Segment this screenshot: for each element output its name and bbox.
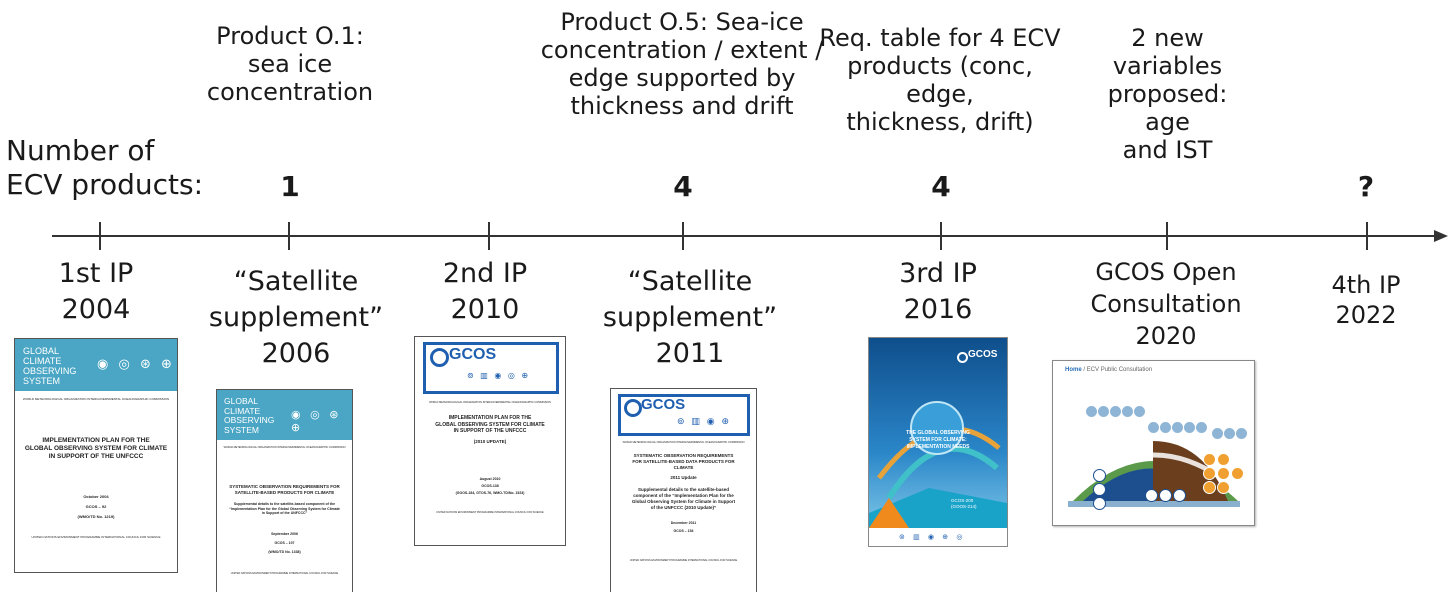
milestone-ss2011: “Satellite supplement” 2011 xyxy=(602,266,778,369)
doc-ref: (WMO/TD No. 1338) xyxy=(268,550,301,554)
count-2022: ? xyxy=(1357,170,1375,203)
ecv-icon[interactable] xyxy=(1217,467,1230,480)
doc-subtitle: Supplemental details to the satellite-ba… xyxy=(229,502,340,515)
ecv-icon[interactable] xyxy=(1173,489,1186,502)
doc-code: GCOS – 154 xyxy=(673,529,694,533)
doc-title: IMPLEMENTATION PLAN FOR THE GLOBAL OBSER… xyxy=(435,415,545,434)
milestone-ip2: 2nd IP 2010 xyxy=(442,258,528,325)
ecv-icon[interactable] xyxy=(1093,483,1106,496)
milestone-gcos2020: GCOS Open Consultation 2020 xyxy=(1090,258,1242,350)
partner-logos: ⊚ ▥ ◉ ◎ ⊕ xyxy=(467,371,531,380)
breadcrumb-page: ECV Public Consultation xyxy=(1086,367,1153,373)
doc-orgs-top: WORLD METEOROLOGICAL ORGANIZATION INTERG… xyxy=(223,446,346,449)
doc-title: SYSTEMATIC OBSERVATION REQUIREMENTS FOR … xyxy=(229,484,340,495)
note-req-table: Req. table for 4 ECV products (conc, edg… xyxy=(819,24,1061,136)
doc-code: GCOS – 92 xyxy=(85,504,107,509)
ecv-icon[interactable] xyxy=(1235,427,1248,440)
doc-date: August 2010 xyxy=(479,477,501,481)
doc-banner xyxy=(217,390,352,440)
gcos-logo-icon xyxy=(430,348,449,367)
webpage-thumbnail-gcos2020: Home / ECV Public Consultation xyxy=(1052,360,1255,526)
count-2006: 1 xyxy=(280,170,300,203)
gcos-logo-icon xyxy=(624,399,642,417)
milestone-ip4: 4th IP 2022 xyxy=(1331,271,1401,329)
doc-code: GCOS-138 xyxy=(481,484,499,488)
doc-orgs-top: WORLD METEOROLOGICAL ORGANIZATION INTERG… xyxy=(429,401,551,404)
poster-artwork xyxy=(869,338,1007,546)
timeline-axis xyxy=(52,235,1438,237)
ecv-icon[interactable] xyxy=(1195,421,1208,434)
tick-2022 xyxy=(1366,222,1368,250)
doc-orgs-bottom: UNITED NATIONS ENVIRONMENT PROGRAMME INT… xyxy=(436,511,544,514)
milestone-ss2006: “Satellite supplement” 2006 xyxy=(208,266,384,369)
doc-date: October 2004 xyxy=(83,494,109,499)
ecv-icon[interactable] xyxy=(1203,467,1216,480)
tick-2006 xyxy=(288,222,290,250)
ecv-count-label: Number of ECV products: xyxy=(6,134,204,201)
breadcrumb: Home / ECV Public Consultation xyxy=(1065,367,1152,373)
doc-date: September 2006 xyxy=(271,532,298,536)
milestone-ip1: 1st IP 2004 xyxy=(58,258,134,325)
ecv-icon[interactable] xyxy=(1217,481,1230,494)
gcos-logo-icon xyxy=(957,352,968,363)
ecv-icon[interactable] xyxy=(1217,453,1230,466)
doc-orgs-bottom: UNITED NATIONS ENVIRONMENT PROGRAMME INT… xyxy=(230,572,339,575)
doc-orgs-top: WORLD METEOROLOGICAL ORGANIZATION INTERG… xyxy=(622,441,745,444)
doc-orgs-bottom: UNITED NATIONS ENVIRONMENT PROGRAMME INT… xyxy=(31,535,161,539)
note-new-variables: 2 new variables proposed: age and IST xyxy=(1107,24,1228,164)
doc-ref: (WMO/TD No. 1219) xyxy=(77,514,115,519)
gcos-logo-text: GCOS xyxy=(641,396,686,413)
tick-2020 xyxy=(1166,222,1168,250)
note-product-o5: Product O.5: Sea-ice concentration / ext… xyxy=(540,8,824,120)
count-2011: 4 xyxy=(673,170,693,203)
gcos-banner-text: GLOBAL CLIMATE OBSERVING SYSTEM xyxy=(224,396,275,435)
timeline-arrowhead xyxy=(1434,230,1448,242)
ecv-icon[interactable] xyxy=(1203,481,1216,494)
note-product-o1: Product O.1: sea ice concentration xyxy=(206,22,374,106)
ecv-icon[interactable] xyxy=(1231,467,1244,480)
doc-edition: 2011 Update xyxy=(670,475,697,480)
milestone-ip3: 3rd IP 2016 xyxy=(899,258,977,325)
partner-logos: ◉ ◎ ⊛ ⊕ xyxy=(291,408,342,434)
doc-thumbnail-ip2: GCOS ⊚ ▥ ◉ ◎ ⊕ WORLD METEOROLOGICAL ORGA… xyxy=(414,336,566,546)
breadcrumb-home[interactable]: Home xyxy=(1065,367,1082,373)
tick-2016 xyxy=(940,222,942,250)
tick-2011 xyxy=(682,222,684,250)
doc-code: GCOS – 107 xyxy=(274,541,295,545)
ecv-icon[interactable] xyxy=(1203,453,1216,466)
doc-title: THE GLOBAL OBSERVING SYSTEM FOR CLIMATE:… xyxy=(906,430,970,450)
partner-logos: ◉ ◎ ⊛ ⊕ xyxy=(97,357,175,372)
doc-edition: (2010 UPDATE) xyxy=(473,439,507,444)
gcos-header-box xyxy=(618,394,750,436)
breadcrumb-separator: / xyxy=(1083,367,1086,373)
doc-banner xyxy=(15,339,177,391)
doc-ref: (GOOS-184, GTOS-76, WMO-TD/No. 1523) xyxy=(455,491,525,495)
doc-code: GCOS-200 (GOOS-214) xyxy=(951,498,977,509)
ecv-icon[interactable] xyxy=(1145,489,1158,502)
doc-thumbnail-ip1: GLOBAL CLIMATE OBSERVING SYSTEM ◉ ◎ ⊛ ⊕ … xyxy=(14,338,178,573)
doc-thumbnail-ip3: GCOS THE GLOBAL OBSERVING SYSTEM FOR CLI… xyxy=(868,337,1008,547)
tick-2010 xyxy=(488,222,490,250)
gcos-banner-text: GLOBAL CLIMATE OBSERVING SYSTEM xyxy=(23,346,77,386)
doc-title: SYSTEMATIC OBSERVATION REQUIREMENTS FOR … xyxy=(632,453,735,470)
doc-orgs-top: WORLD METEOROLOGICAL ORGANIZATION INTERG… xyxy=(22,397,170,401)
doc-orgs-bottom: UNITED NATIONS ENVIRONMENT PROGRAMME INT… xyxy=(629,559,738,562)
ecv-icon[interactable] xyxy=(1133,405,1146,418)
count-2016: 4 xyxy=(931,170,951,203)
doc-date: December 2011 xyxy=(670,521,697,525)
tick-2004 xyxy=(99,222,101,250)
doc-thumbnail-ss2011: GCOS ⊚ ▥ ◉ ⊕ WORLD METEOROLOGICAL ORGANI… xyxy=(610,388,757,592)
gcos-logo-text: GCOS xyxy=(968,349,998,360)
ecv-icon[interactable] xyxy=(1093,469,1106,482)
gcos-logo-text: GCOS xyxy=(449,346,497,363)
doc-subtitle: Supplemental details to the satellite-ba… xyxy=(631,487,736,510)
partner-logos: ⊚ ▥ ◉ ⊕ xyxy=(677,417,732,427)
doc-thumbnail-ss2006: GLOBAL CLIMATE OBSERVING SYSTEM ◉ ◎ ⊛ ⊕ … xyxy=(216,389,353,592)
ecv-icon[interactable] xyxy=(1159,489,1172,502)
partner-logos: ⊚ ▥ ◉ ⊕ ◎ xyxy=(899,533,966,541)
ecv-icon[interactable] xyxy=(1093,497,1106,510)
doc-title: IMPLEMENTATION PLAN FOR THE GLOBAL OBSER… xyxy=(24,437,168,460)
